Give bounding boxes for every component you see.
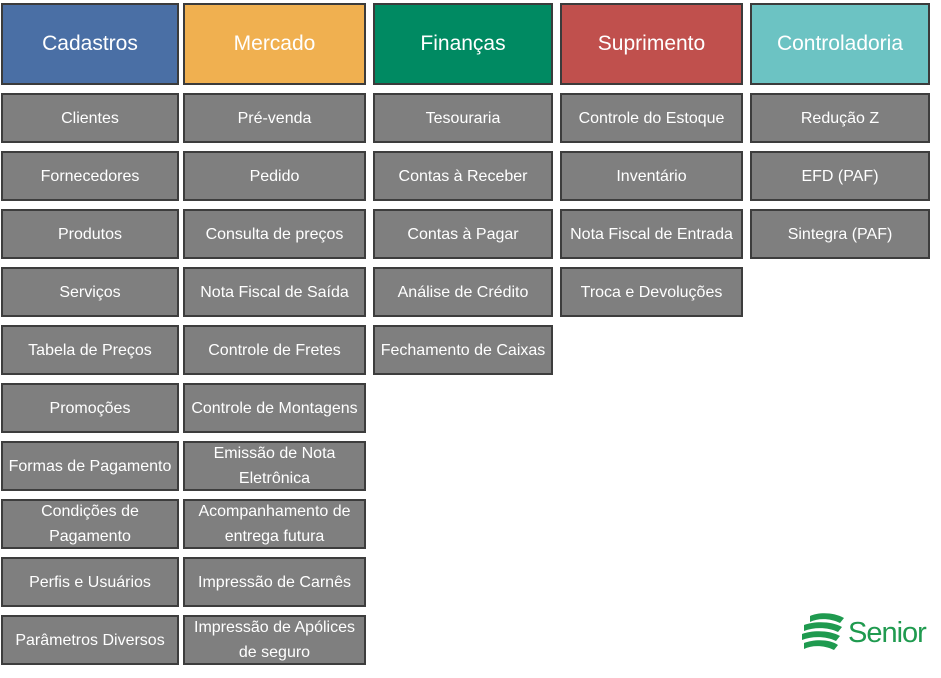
column-controladoria: Controladoria Redução Z EFD (PAF) Sinteg… [750, 3, 930, 267]
column-financas: Finanças Tesouraria Contas à Receber Con… [373, 3, 553, 383]
item-controle-de-fretes[interactable]: Controle de Fretes [183, 325, 366, 375]
item-pedido[interactable]: Pedido [183, 151, 366, 201]
item-contas-a-receber[interactable]: Contas à Receber [373, 151, 553, 201]
item-condicoes-de-pagamento[interactable]: Condições de Pagamento [1, 499, 179, 549]
item-promocoes[interactable]: Promoções [1, 383, 179, 433]
item-pre-venda[interactable]: Pré-venda [183, 93, 366, 143]
item-parametros-diversos[interactable]: Parâmetros Diversos [1, 615, 179, 665]
item-nota-fiscal-de-entrada[interactable]: Nota Fiscal de Entrada [560, 209, 743, 259]
senior-logo: Senior [800, 612, 927, 654]
senior-logo-text: Senior [848, 616, 927, 649]
header-controladoria[interactable]: Controladoria [750, 3, 930, 85]
item-fornecedores[interactable]: Fornecedores [1, 151, 179, 201]
item-analise-de-credito[interactable]: Análise de Crédito [373, 267, 553, 317]
item-emissao-de-nota-eletronica[interactable]: Emissão de Nota Eletrônica [183, 441, 366, 491]
item-reducao-z[interactable]: Redução Z [750, 93, 930, 143]
item-impressao-de-carnes[interactable]: Impressão de Carnês [183, 557, 366, 607]
item-clientes[interactable]: Clientes [1, 93, 179, 143]
item-contas-a-pagar[interactable]: Contas à Pagar [373, 209, 553, 259]
item-acompanhamento-de-entrega-futura[interactable]: Acompanhamento de entrega futura [183, 499, 366, 549]
column-cadastros: Cadastros Clientes Fornecedores Produtos… [1, 3, 179, 673]
item-troca-e-devolucoes[interactable]: Troca e Devoluções [560, 267, 743, 317]
column-mercado: Mercado Pré-venda Pedido Consulta de pre… [183, 3, 366, 673]
item-consulta-de-precos[interactable]: Consulta de preços [183, 209, 366, 259]
header-cadastros[interactable]: Cadastros [1, 3, 179, 85]
item-servicos[interactable]: Serviços [1, 267, 179, 317]
item-sintegra-paf[interactable]: Sintegra (PAF) [750, 209, 930, 259]
item-tabela-de-precos[interactable]: Tabela de Preços [1, 325, 179, 375]
item-controle-de-montagens[interactable]: Controle de Montagens [183, 383, 366, 433]
header-mercado[interactable]: Mercado [183, 3, 366, 85]
header-suprimento[interactable]: Suprimento [560, 3, 743, 85]
item-efd-paf[interactable]: EFD (PAF) [750, 151, 930, 201]
item-fechamento-de-caixas[interactable]: Fechamento de Caixas [373, 325, 553, 375]
senior-logo-icon [802, 613, 844, 650]
item-produtos[interactable]: Produtos [1, 209, 179, 259]
item-controle-do-estoque[interactable]: Controle do Estoque [560, 93, 743, 143]
item-tesouraria[interactable]: Tesouraria [373, 93, 553, 143]
header-financas[interactable]: Finanças [373, 3, 553, 85]
item-perfis-e-usuarios[interactable]: Perfis e Usuários [1, 557, 179, 607]
item-nota-fiscal-de-saida[interactable]: Nota Fiscal de Saída [183, 267, 366, 317]
item-inventario[interactable]: Inventário [560, 151, 743, 201]
column-suprimento: Suprimento Controle do Estoque Inventári… [560, 3, 743, 325]
item-formas-de-pagamento[interactable]: Formas de Pagamento [1, 441, 179, 491]
item-impressao-de-apolices-de-seguro[interactable]: Impressão de Apólices de seguro [183, 615, 366, 665]
